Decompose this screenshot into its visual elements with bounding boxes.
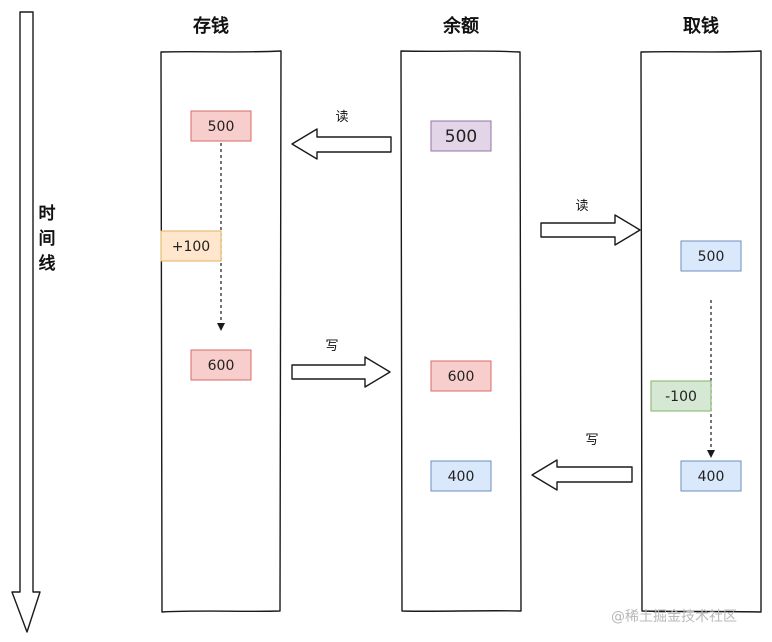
deposit-result-value: 600 [208, 358, 235, 374]
withdraw-result-box: 400 [680, 460, 742, 492]
withdraw-read-arrow: 读 [540, 199, 641, 246]
deposit-read-value-bg [190, 110, 252, 142]
withdraw-result-value: 400 [698, 469, 725, 485]
timeline-label-char-1: 时 [39, 204, 56, 224]
withdraw-column-title: 取钱 [683, 15, 719, 37]
balance-lane [400, 50, 522, 612]
deposit-read-label: 读 [335, 110, 348, 125]
deposit-write-label: 写 [325, 339, 338, 354]
withdraw-subtract-box: -100 [650, 380, 712, 412]
balance-initial-box: 500 [430, 120, 492, 152]
deposit-lane [160, 50, 282, 613]
balance-initial-bg [430, 120, 492, 152]
deposit-result-box: 600 [190, 349, 252, 381]
withdraw-result-bg [680, 460, 742, 492]
deposit-add-box: +100 [160, 230, 222, 262]
withdraw-subtract-bg [650, 380, 712, 412]
deposit-read-value-box: 500 [190, 110, 252, 142]
balance-column-title: 余额 [442, 15, 479, 37]
deposit-column-title: 存钱 [193, 15, 229, 37]
timeline-label: 时 间 线 [39, 204, 56, 274]
deposit-read-value: 500 [208, 119, 235, 135]
balance-after-withdraw-box: 400 [430, 460, 492, 492]
deposit-read-arrow: 读 [291, 110, 392, 160]
deposit-result-bg [190, 349, 252, 381]
timeline-label-char-3: 线 [39, 253, 56, 274]
withdraw-lane [640, 50, 762, 613]
withdraw-read-value-box: 500 [680, 240, 742, 272]
balance-after-withdraw-bg [430, 460, 492, 492]
withdraw-write-label: 写 [585, 433, 598, 448]
withdraw-read-value-bg [680, 240, 742, 272]
balance-after-deposit-bg [430, 360, 492, 392]
deposit-add-bg [160, 230, 222, 262]
withdraw-compute-arrowhead [707, 450, 715, 458]
withdraw-read-label: 读 [575, 199, 588, 214]
balance-after-deposit-box: 600 [430, 360, 492, 392]
watermark-text: @稀土掘金技术社区 [611, 609, 737, 625]
withdraw-subtract-value: -100 [665, 389, 697, 405]
timeline-label-char-2: 间 [39, 228, 56, 249]
withdraw-read-value: 500 [698, 249, 725, 265]
deposit-write-arrow: 写 [291, 339, 391, 388]
balance-after-deposit-value: 600 [448, 369, 475, 385]
withdraw-write-arrow: 写 [531, 433, 633, 491]
timeline-arrow [11, 11, 41, 633]
deposit-add-value: +100 [172, 239, 210, 255]
balance-initial-value: 500 [445, 127, 477, 147]
balance-after-withdraw-value: 400 [448, 469, 475, 485]
deposit-compute-arrowhead [217, 323, 225, 331]
